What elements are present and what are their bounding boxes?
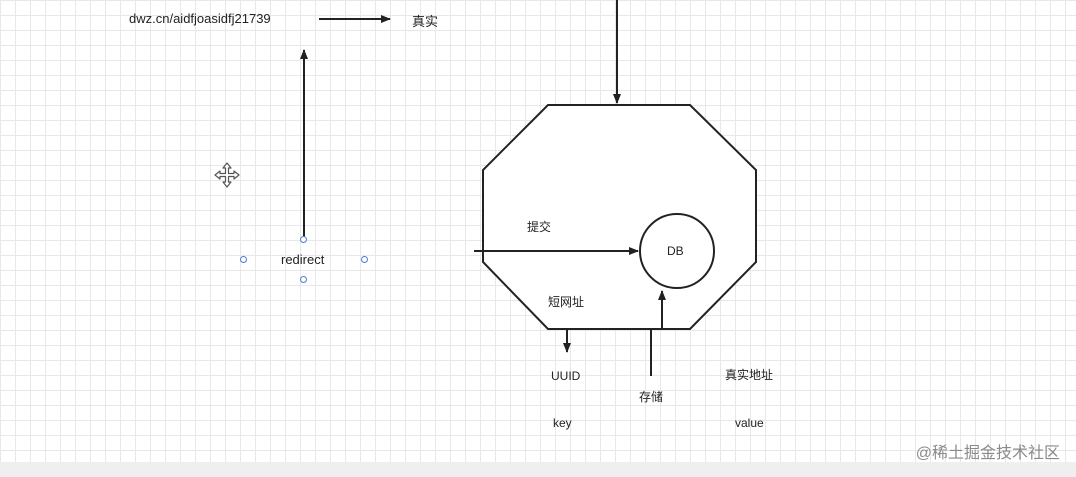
selection-handle-icon[interactable] bbox=[361, 256, 368, 263]
octagon-shape[interactable] bbox=[482, 104, 757, 330]
selection-handle-icon[interactable] bbox=[300, 276, 307, 283]
uuid-label[interactable]: UUID bbox=[551, 369, 581, 383]
key-label[interactable]: key bbox=[553, 416, 572, 430]
selection-handle-icon[interactable] bbox=[300, 236, 307, 243]
move-cursor-icon bbox=[214, 162, 240, 188]
diagram-svg bbox=[300, 0, 757, 376]
submit-label[interactable]: 提交 bbox=[527, 220, 552, 234]
store-label[interactable]: 存储 bbox=[639, 390, 664, 404]
watermark: @稀土掘金技术社区 bbox=[915, 445, 1060, 462]
real-address-label[interactable]: 真实地址 bbox=[725, 368, 774, 382]
selection-handle-icon[interactable] bbox=[240, 256, 247, 263]
db-circle[interactable] bbox=[639, 213, 715, 289]
db-label[interactable]: DB bbox=[667, 244, 684, 258]
bottom-strip bbox=[0, 462, 1076, 477]
redirect-label[interactable]: redirect bbox=[281, 252, 325, 267]
short-url-text[interactable]: dwz.cn/aidfjoasidfj21739 bbox=[129, 11, 271, 26]
real-label[interactable]: 真实 bbox=[412, 14, 439, 29]
short-address-label[interactable]: 短网址 bbox=[548, 295, 585, 309]
value-label[interactable]: value bbox=[735, 416, 764, 430]
arrow-store-to-db[interactable] bbox=[650, 290, 666, 376]
